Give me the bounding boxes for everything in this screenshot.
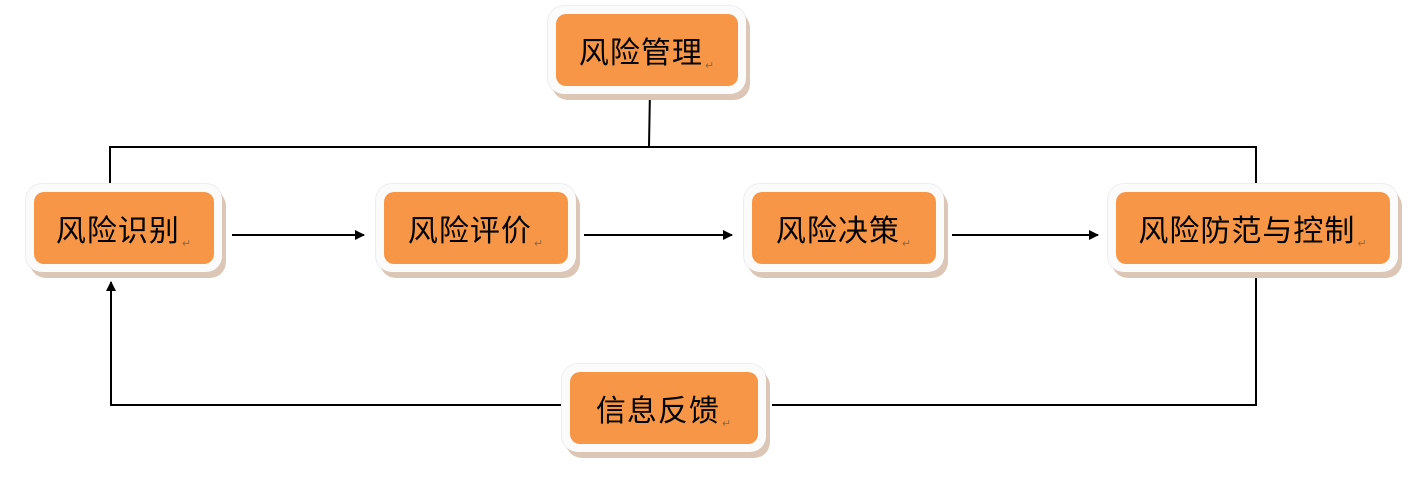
risk-prevention-control-node: 风险防范与控制↵ [1108, 184, 1398, 272]
information-feedback-label: 信息反馈 [595, 394, 720, 429]
risk-prevention-control-label: 风险防范与控制 [1138, 214, 1356, 249]
risk-management-label: 风险管理 [578, 36, 703, 71]
risk-evaluation-label: 风险评价 [407, 214, 532, 249]
paragraph-mark: ↵ [1357, 237, 1368, 250]
control-to-feedback-connector [772, 272, 1257, 406]
risk-decision-label: 风险决策 [775, 214, 900, 249]
feedback-to-identify-arrow [106, 281, 566, 406]
paragraph-mark: ↵ [721, 417, 733, 430]
paragraph-mark: ↵ [533, 237, 545, 250]
paragraph-mark: ↵ [704, 59, 716, 72]
risk-evaluation-node: 风险评价↵ [376, 184, 576, 272]
paragraph-mark: ↵ [181, 237, 193, 250]
paragraph-mark: ↵ [901, 237, 913, 250]
risk-identification-node: 风险识别↵ [26, 184, 222, 272]
risk-decision-node: 风险决策↵ [744, 184, 944, 272]
top-bracket-connector [109, 146, 1257, 188]
management-connector [648, 89, 651, 147]
risk-management-node: 风险管理↵ [548, 6, 746, 94]
risk-identification-label: 风险识别 [55, 214, 180, 249]
information-feedback-node: 信息反馈↵ [562, 364, 766, 452]
